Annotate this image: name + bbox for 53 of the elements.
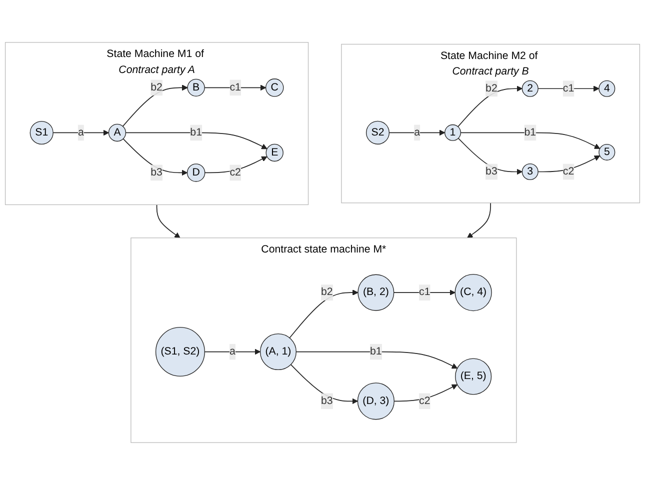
edge-label: c2 xyxy=(562,166,574,178)
node-circle: 4 xyxy=(598,80,616,97)
node-circle: C xyxy=(265,78,284,97)
arrow xyxy=(122,138,188,176)
arrow xyxy=(204,348,261,355)
edge-label: c1 xyxy=(230,82,241,93)
arrow xyxy=(289,290,358,338)
arrow xyxy=(52,130,109,136)
edge-label: a xyxy=(414,126,420,138)
edge-label: b3 xyxy=(321,395,333,406)
edge-label: c1 xyxy=(562,82,574,94)
arrow xyxy=(204,84,266,91)
edge-label: b3 xyxy=(150,166,162,178)
edge-label: b2 xyxy=(321,286,333,298)
arrow xyxy=(393,290,456,296)
edge-label: c2 xyxy=(230,166,241,178)
edge-label: b3 xyxy=(486,166,498,178)
node-circle: (D, 3) xyxy=(357,382,394,420)
arrow xyxy=(467,202,491,238)
node-circle: (A, 1) xyxy=(260,334,296,370)
node-circle: (B, 2) xyxy=(358,274,394,311)
edge-label: b1 xyxy=(190,126,202,138)
node-circle: A xyxy=(108,124,126,142)
edge-label: a xyxy=(78,126,84,138)
node-circle: 2 xyxy=(522,80,538,97)
node-circle: B xyxy=(187,78,205,97)
edge-label: c2 xyxy=(419,395,430,406)
arrow xyxy=(538,86,600,92)
arrow xyxy=(460,132,600,149)
arrow xyxy=(290,364,358,404)
edge-label: b1 xyxy=(524,126,536,138)
node-circle: (E, 5) xyxy=(455,358,492,395)
node-circle: (C, 4) xyxy=(454,274,492,312)
arrow xyxy=(296,351,458,369)
edge-label: b2 xyxy=(486,82,498,94)
node-circle: S1 xyxy=(30,120,54,145)
arrow xyxy=(458,86,522,128)
node-circle: S2 xyxy=(366,120,390,144)
arrow xyxy=(156,204,180,238)
arrow xyxy=(125,132,268,150)
edge-label: c1 xyxy=(419,286,430,298)
node-circle: 3 xyxy=(522,164,538,180)
arrow xyxy=(388,130,446,136)
arrow xyxy=(458,138,522,175)
arrow xyxy=(122,84,188,127)
edge-label: b2 xyxy=(150,82,162,93)
node-circle: D xyxy=(186,164,206,182)
edge-label: a xyxy=(230,346,236,358)
edge-label: b1 xyxy=(370,346,382,358)
node-circle: (S1, S2) xyxy=(155,327,205,377)
node-circle: 1 xyxy=(444,124,462,141)
node-circle: E xyxy=(266,144,284,162)
node-circle: 5 xyxy=(598,144,616,160)
